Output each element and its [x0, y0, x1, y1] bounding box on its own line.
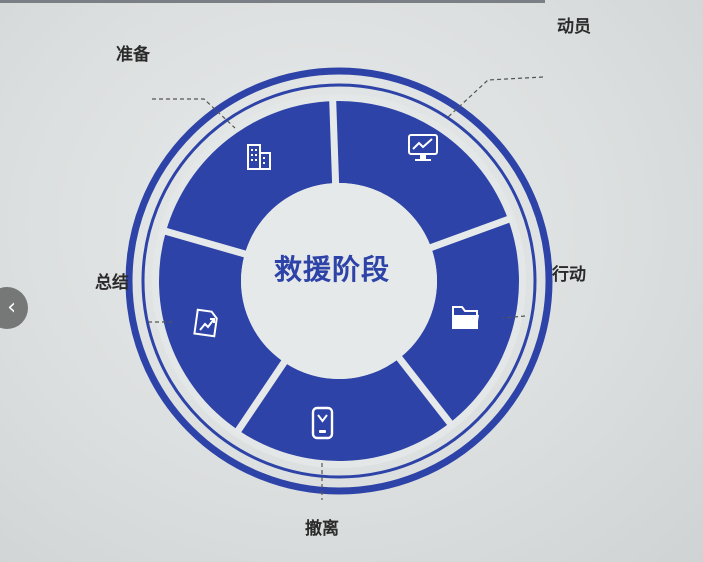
- segment-撤离: [238, 358, 450, 461]
- stage-label-prepare: 准备: [116, 45, 150, 65]
- inner-ring: [141, 83, 537, 479]
- leader-line-action: [502, 315, 526, 319]
- center-circle: [241, 183, 437, 379]
- segment-gap: [395, 354, 456, 429]
- outer-ring: [125, 67, 553, 495]
- segment-动员: [332, 101, 509, 248]
- stage-label-action: 行动: [552, 265, 586, 285]
- leader-line-prepare: [152, 98, 236, 129]
- phone-icon: [311, 406, 334, 440]
- building-icon: [247, 144, 271, 170]
- leader-line-mobilize: [446, 76, 544, 119]
- segment-gap: [329, 96, 340, 186]
- segment-准备: [165, 101, 336, 254]
- stage-label-summary: 总结: [95, 273, 129, 293]
- stage-label-evacuate: 撤离: [305, 519, 339, 539]
- segment-gap: [233, 358, 289, 436]
- segment-gap: [161, 226, 248, 258]
- gap-group: [161, 96, 514, 436]
- monitor-chart-icon: [408, 134, 438, 161]
- segment-gap: [428, 214, 514, 252]
- center-title: 救援阶段: [273, 253, 390, 286]
- segment-group: [159, 101, 520, 461]
- trend-document-icon: [193, 308, 218, 338]
- stage-label-mobilize: 动员: [557, 17, 591, 37]
- segment-总结: [159, 231, 285, 431]
- icon-group: [193, 134, 479, 440]
- top-border-line: [0, 0, 545, 3]
- folder-icon: [452, 306, 479, 329]
- leader-lines: [148, 76, 544, 500]
- chevron-left-icon: ‹: [7, 295, 16, 320]
